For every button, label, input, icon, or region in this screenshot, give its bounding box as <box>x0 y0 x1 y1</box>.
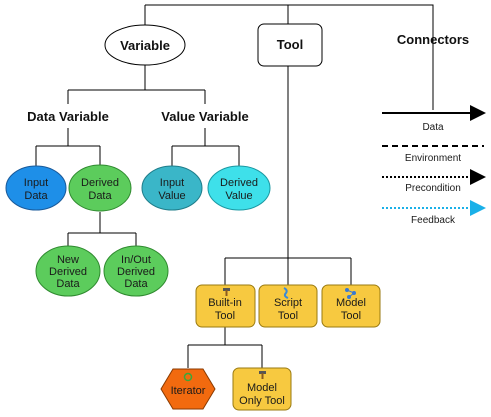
input-value-node: Input Value <box>141 165 203 211</box>
script-tool-line1: Script <box>274 297 302 309</box>
builtin-tool-line2: Tool <box>215 310 235 322</box>
tool-label: Tool <box>277 37 303 52</box>
script-tool-line2: Tool <box>278 310 298 322</box>
tree-lines <box>35 4 434 368</box>
data-variable-heading: Data Variable <box>27 109 109 124</box>
model-only-tool-line2: Only Tool <box>239 395 285 407</box>
hammer-icon <box>223 288 230 296</box>
new-derived-line2: Derived <box>49 266 87 278</box>
variable-label: Variable <box>120 38 170 53</box>
input-data-line2: Data <box>24 190 48 202</box>
connector-data-label: Data <box>422 122 444 133</box>
connector-feedback: Feedback <box>382 200 486 226</box>
input-data-node: Input Data <box>5 165 67 211</box>
inout-derived-data-node: In/Out Derived Data <box>103 245 169 297</box>
input-value-line2: Value <box>158 190 185 202</box>
connector-data: Data <box>382 105 486 133</box>
script-icon <box>283 287 289 299</box>
inout-derived-line1: In/Out <box>121 254 151 266</box>
derived-data-line2: Data <box>88 190 112 202</box>
hammer-icon <box>259 371 266 379</box>
derived-value-node: Derived Value <box>207 165 271 211</box>
model-tool-line1: Model <box>336 297 366 309</box>
inout-derived-line2: Derived <box>117 266 155 278</box>
connector-precondition-label: Precondition <box>405 183 461 194</box>
inout-derived-line3: Data <box>124 278 148 290</box>
input-value-line1: Input <box>160 177 184 189</box>
builtin-tool-node: Built-in Tool <box>195 284 256 328</box>
model-tool-node: Model Tool <box>321 284 381 328</box>
iterator-label: Iterator <box>171 385 206 397</box>
model-only-tool-node: Model Only Tool <box>232 367 292 411</box>
connectors-heading: Connectors <box>397 32 469 47</box>
connector-precondition: Precondition <box>382 169 486 194</box>
script-tool-node: Script Tool <box>258 284 318 328</box>
model-only-tool-line1: Model <box>247 382 277 394</box>
derived-value-line2: Value <box>225 190 252 202</box>
model-icon <box>345 288 356 299</box>
tool-node: Tool <box>257 23 323 67</box>
builtin-tool-line1: Built-in <box>208 297 242 309</box>
value-variable-heading: Value Variable <box>161 109 248 124</box>
new-derived-line1: New <box>57 254 79 266</box>
connector-feedback-label: Feedback <box>411 215 456 226</box>
connector-environment: Environment <box>382 145 484 164</box>
derived-data-node: Derived Data <box>68 164 132 212</box>
iterator-icon <box>183 372 193 382</box>
new-derived-line3: Data <box>56 278 80 290</box>
derived-value-line1: Derived <box>220 177 258 189</box>
derived-data-line1: Derived <box>81 177 119 189</box>
connector-environment-label: Environment <box>405 153 461 164</box>
iterator-node: Iterator <box>160 368 216 410</box>
input-data-line1: Input <box>24 177 48 189</box>
variable-node: Variable <box>104 24 186 66</box>
model-tool-line2: Tool <box>341 310 361 322</box>
new-derived-data-node: New Derived Data <box>35 245 101 297</box>
